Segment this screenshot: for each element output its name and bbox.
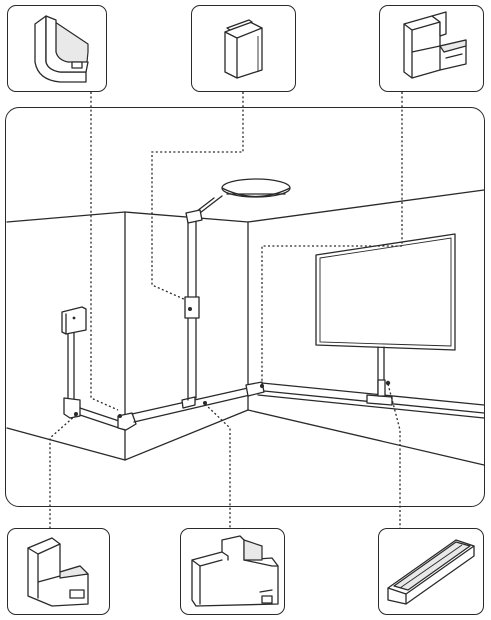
tee-fitting-icon <box>191 535 279 607</box>
wall-tv <box>315 233 456 397</box>
internal-angle-fitting-icon <box>27 537 89 607</box>
trunking-length-icon <box>387 539 475 605</box>
junction-box <box>61 306 87 335</box>
ceiling-light <box>221 178 291 198</box>
leader-lines <box>49 92 403 528</box>
cable-trunking-run <box>63 195 485 431</box>
external-angle-fitting-icon <box>403 11 467 79</box>
coupler-fitting-icon <box>224 19 263 79</box>
flat-angle-fitting-icon <box>34 15 89 83</box>
